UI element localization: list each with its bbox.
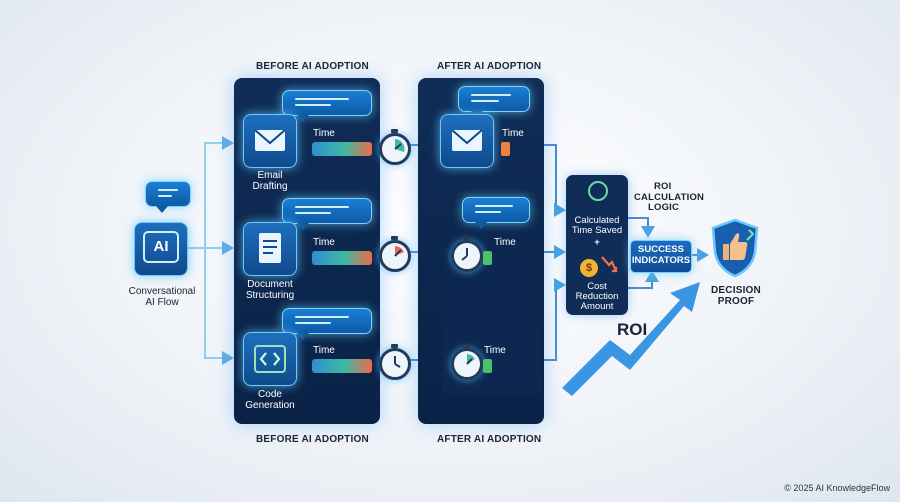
- code-icon: [243, 332, 297, 386]
- after-time-label-2: Time: [494, 237, 516, 248]
- document-icon: [243, 222, 297, 276]
- stopwatch-icon: [379, 236, 411, 272]
- decision-proof-label: DECISION PROOF: [711, 285, 761, 307]
- after-time-label-1: Time: [502, 128, 524, 139]
- source-label-line1: Conversational: [128, 286, 196, 297]
- roi-calculation-box: Calculated Time Saved + $ Cost Reduction…: [566, 175, 628, 315]
- before-header-bottom: BEFORE AI ADOPTION: [256, 434, 369, 445]
- envelope-icon: [243, 114, 297, 168]
- after-time-bar-3: [483, 359, 492, 373]
- after-header-bottom: AFTER AI ADOPTION: [437, 434, 542, 445]
- envelope-icon: [440, 114, 494, 168]
- source-label-line2: AI Flow: [145, 297, 179, 308]
- ai-icon-text: AI: [143, 231, 179, 263]
- after-header-top: AFTER AI ADOPTION: [437, 61, 542, 72]
- before-row3-bubble: [282, 308, 372, 340]
- cost-reduction-label: Cost Reduction Amount: [575, 281, 619, 312]
- after-time-label-3: Time: [484, 345, 506, 356]
- stopwatch-icon: [451, 236, 483, 272]
- after-row1-bubble: [458, 86, 530, 118]
- before-time-bar-3: [312, 359, 372, 373]
- before-time-bar-1: [312, 142, 372, 156]
- stopwatch-icon: [451, 344, 483, 380]
- after-row2-bubble: [462, 197, 530, 229]
- dollar-coin-icon: $: [580, 259, 598, 277]
- down-trend-icon: [600, 255, 618, 280]
- before-row1-bubble: [282, 90, 372, 122]
- stopwatch-icon: [379, 129, 411, 165]
- before-header-top: BEFORE AI ADOPTION: [256, 61, 369, 72]
- success-indicators: SUCCESS INDICATORS: [630, 240, 692, 273]
- before-time-label-3: Time: [313, 345, 335, 356]
- copyright: © 2025 AI KnowledgeFlow: [784, 483, 890, 493]
- time-saved-label: Calculated Time Saved: [571, 215, 623, 236]
- roi-arrow: [562, 282, 700, 396]
- shield-thumbs-up-icon: [709, 218, 761, 283]
- before-row2-bubble: [282, 198, 372, 230]
- source-chat-bubble: [145, 181, 191, 213]
- before-time-bar-2: [312, 251, 372, 265]
- source-label: Conversational AI Flow: [122, 286, 202, 308]
- plus-sign: +: [594, 237, 600, 248]
- roi-label: ROI: [617, 320, 648, 339]
- roi-logic-label: ROI CALCULATION LOGIC: [634, 181, 705, 213]
- ai-source-icon: AI: [134, 222, 188, 276]
- after-time-bar-2: [483, 251, 492, 265]
- time-saved-stopwatch-icon: [588, 181, 608, 201]
- before-time-label-1: Time: [313, 128, 335, 139]
- after-time-bar-1: [501, 142, 510, 156]
- before-time-label-2: Time: [313, 237, 335, 248]
- stopwatch-icon: [379, 344, 411, 380]
